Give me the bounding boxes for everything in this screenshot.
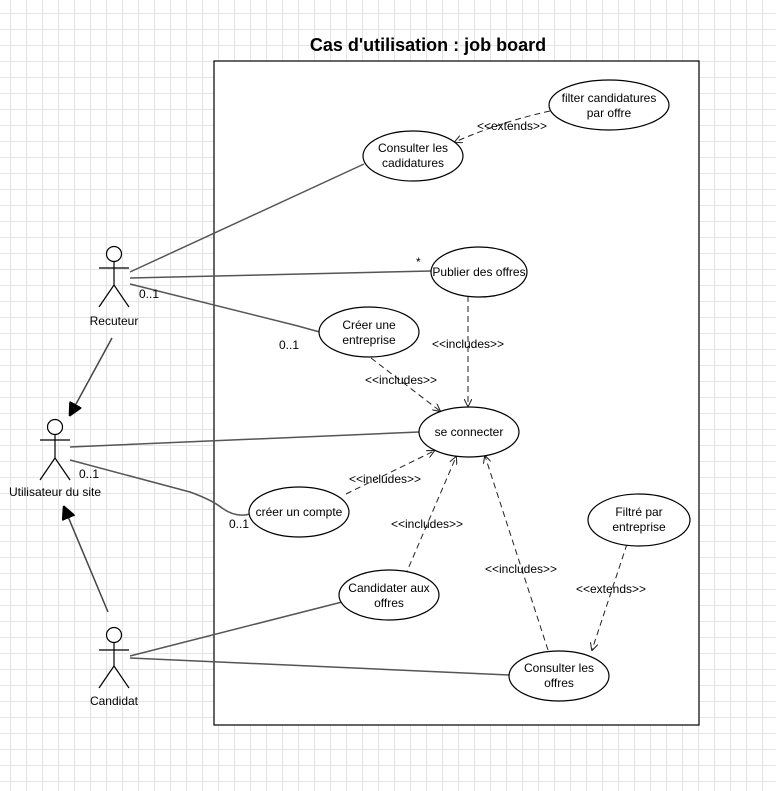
actor-head-icon	[46, 418, 64, 436]
assoc-user-login	[69, 431, 420, 448]
actor-right-leg	[54, 457, 71, 481]
use-case-publish-offers[interactable]: Publier des offres	[430, 246, 528, 298]
actor-left-leg	[98, 284, 115, 308]
use-case-label: Créer une	[342, 318, 396, 332]
use-case-create-account[interactable]: créer un compte	[248, 486, 350, 538]
actor-right-leg	[113, 665, 130, 689]
actor-head-icon	[105, 245, 123, 263]
use-case-filter-by-company[interactable]: Filtré par entreprise	[587, 493, 691, 547]
assoc-recruiter-view-applications	[129, 163, 365, 273]
use-case-label: Consulter les	[524, 661, 594, 675]
diagram-title: Cas d'utilisation : job board	[310, 35, 546, 55]
use-case-view-applications[interactable]: Consulter les cadidatures	[362, 130, 464, 182]
use-case-ellipse	[548, 79, 670, 131]
actor-label: Candidat	[90, 694, 139, 708]
use-case-label: filter candidatures	[562, 91, 657, 105]
assoc-candidate-view-offers	[129, 657, 511, 676]
includes-apply-login	[404, 457, 456, 577]
use-case-ellipse	[430, 246, 528, 298]
use-case-create-company[interactable]: Créer une entreprise	[318, 306, 420, 358]
actor-right-leg	[113, 284, 130, 308]
use-case-label: offres	[544, 676, 574, 690]
includes-company-login	[370, 357, 440, 411]
use-case-ellipse	[587, 493, 691, 547]
use-case-label: cadidatures	[382, 156, 444, 170]
use-case-ellipse	[338, 569, 440, 621]
multiplicity-label: 0..1	[139, 287, 159, 301]
assoc-recruiter-create-company	[129, 283, 321, 333]
generalization-candidate-user	[64, 507, 109, 613]
stereotype-includes-label: <<includes>>	[391, 517, 463, 531]
use-case-label: Publier des offres	[432, 265, 525, 279]
extends-filter-view-applications	[455, 110, 551, 142]
use-case-view-offers[interactable]: Consulter les offres	[508, 650, 610, 702]
stereotype-includes-label: <<includes>>	[485, 562, 557, 576]
use-case-ellipse	[418, 406, 520, 458]
stereotype-includes-label: <<includes>>	[432, 337, 504, 351]
use-case-label: se connecter	[435, 425, 504, 439]
use-case-label: offres	[374, 596, 404, 610]
use-case-ellipse	[318, 306, 420, 358]
actor-left-leg	[98, 665, 115, 689]
assoc-user-create-account	[69, 459, 251, 516]
multiplicity-label: *	[416, 255, 421, 269]
use-case-ellipse	[248, 486, 350, 538]
extends-filter-company-view-offers	[592, 543, 628, 650]
use-case-label: Consulter les	[378, 141, 448, 155]
use-case-label: Candidater aux	[348, 581, 429, 595]
multiplicity-label: 0..1	[279, 338, 299, 352]
stereotype-extends-label: <<extends>>	[576, 582, 646, 596]
actor-recruiter[interactable]: Recuteur	[90, 245, 139, 329]
generalization-recruiter-user	[70, 337, 113, 415]
multiplicity-label: 0..1	[79, 467, 99, 481]
use-case-filter-applications[interactable]: filter candidatures par offre	[548, 79, 670, 131]
use-case-apply-offers[interactable]: Candidater aux offres	[338, 569, 440, 621]
use-case-ellipse	[508, 650, 610, 702]
use-case-label: créer un compte	[256, 505, 343, 519]
use-case-label: entreprise	[342, 333, 396, 347]
stereotype-extends-label: <<extends>>	[477, 119, 547, 133]
includes-view-offers-login	[485, 456, 549, 651]
use-case-ellipse	[362, 130, 464, 182]
stereotype-includes-label: <<includes>>	[349, 472, 421, 486]
actor-head-icon	[105, 626, 123, 644]
actor-left-leg	[39, 457, 56, 481]
actor-candidate[interactable]: Candidat	[90, 626, 139, 709]
stereotype-includes-label: <<includes>>	[365, 373, 437, 387]
actor-label: Recuteur	[90, 314, 139, 328]
use-case-login[interactable]: se connecter	[418, 406, 520, 458]
assoc-candidate-apply-offers	[129, 601, 343, 657]
actor-label: Utilisateur du site	[9, 485, 101, 499]
multiplicity-label: 0..1	[229, 517, 249, 531]
use-case-label: Filtré par	[615, 505, 662, 519]
actor-site-user[interactable]: Utilisateur du site	[9, 418, 101, 500]
assoc-recruiter-publish-offers	[129, 270, 432, 279]
use-case-label: par offre	[587, 106, 632, 120]
includes-account-login	[345, 451, 434, 495]
use-case-label: entreprise	[612, 520, 666, 534]
